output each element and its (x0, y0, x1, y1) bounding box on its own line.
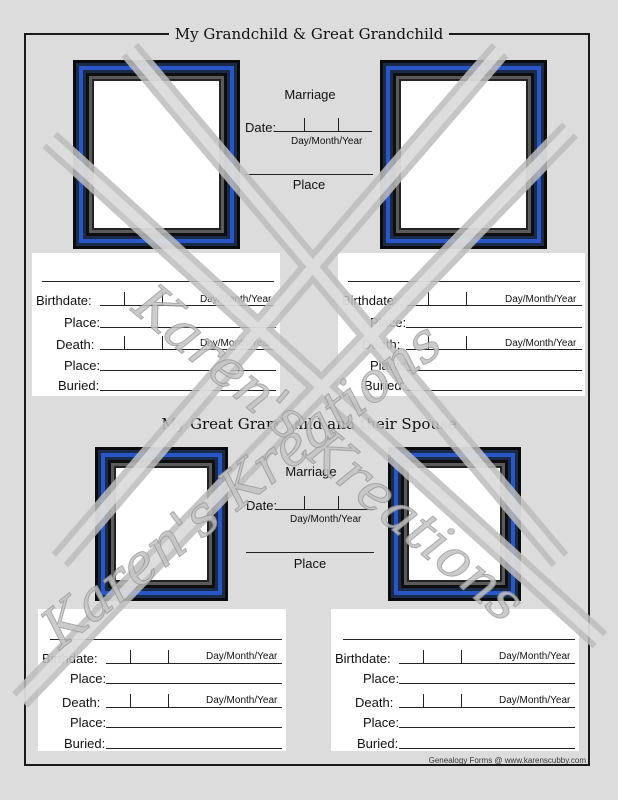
birthdate-line[interactable] (406, 305, 582, 306)
death-place-line[interactable] (406, 370, 582, 371)
marriage-place-label-bottom: Place (293, 556, 327, 571)
marriage-heading: Marriage (284, 87, 336, 102)
death-place-line[interactable] (100, 370, 276, 371)
death-line[interactable] (406, 349, 582, 350)
birth-place-line[interactable] (106, 683, 282, 684)
buried-label: Buried: (364, 378, 406, 393)
birthdate-label: Birthdate: (335, 651, 391, 666)
birth-place-label: Place: (70, 671, 107, 686)
birthdate-hint: Day/Month/Year (499, 651, 571, 662)
name-line[interactable] (343, 639, 575, 640)
buried-label: Buried: (58, 378, 100, 393)
name-line[interactable] (348, 281, 580, 282)
marriage-date-label: Date: (245, 120, 277, 135)
death-label: Death: (62, 695, 101, 710)
death-line[interactable] (106, 707, 282, 708)
marriage-date-line[interactable] (274, 131, 372, 132)
birthdate-hint: Day/Month/Year (206, 651, 278, 662)
birth-place-line[interactable] (406, 327, 582, 328)
footer-credit: Genealogy Forms @ www.karenscubby.com (428, 756, 586, 765)
death-line[interactable] (399, 707, 575, 708)
marriage-heading-bottom: Marriage (285, 464, 337, 479)
marriage-place-line[interactable] (245, 174, 373, 175)
death-place-line[interactable] (399, 727, 575, 728)
buried-line[interactable] (399, 748, 575, 749)
marriage-place-label: Place (292, 177, 326, 192)
top-title: My Grandchild & Great Grandchild (0, 25, 618, 43)
birthdate-label: Birthdate: (36, 293, 92, 308)
marriage-date-hint-bottom: Day/Month/Year (290, 514, 362, 525)
buried-line[interactable] (106, 748, 282, 749)
death-place-line[interactable] (106, 727, 282, 728)
death-label: Death: (355, 695, 394, 710)
buried-label: Buried: (64, 736, 106, 751)
buried-line[interactable] (100, 390, 276, 391)
birth-place-label: Place: (64, 315, 101, 330)
death-place-label: Place: (64, 358, 101, 373)
death-place-label: Place: (70, 715, 107, 730)
death-hint: Day/Month/Year (505, 338, 577, 349)
death-line[interactable] (100, 349, 276, 350)
death-hint: Day/Month/Year (499, 695, 571, 706)
birth-place-line[interactable] (100, 327, 276, 328)
record-card-bottom-right: Birthdate: Day/Month/Year Place: Death: … (331, 609, 579, 751)
death-label: Death: (56, 337, 95, 352)
name-line[interactable] (50, 639, 282, 640)
buried-label: Buried: (357, 736, 399, 751)
marriage-date-label-bottom: Date: (246, 498, 278, 513)
birthdate-hint: Day/Month/Year (505, 294, 577, 305)
marriage-date-hint: Day/Month/Year (291, 136, 363, 147)
birthdate-line[interactable] (106, 663, 282, 664)
marriage-date-line-bottom[interactable] (276, 509, 374, 510)
birth-place-label: Place: (363, 671, 400, 686)
death-place-label: Place: (363, 715, 400, 730)
birth-place-line[interactable] (399, 683, 575, 684)
death-hint: Day/Month/Year (206, 695, 278, 706)
marriage-place-line-bottom[interactable] (246, 552, 374, 553)
birthdate-line[interactable] (399, 663, 575, 664)
name-line[interactable] (42, 281, 274, 282)
birthdate-line[interactable] (100, 305, 276, 306)
buried-line[interactable] (406, 390, 582, 391)
